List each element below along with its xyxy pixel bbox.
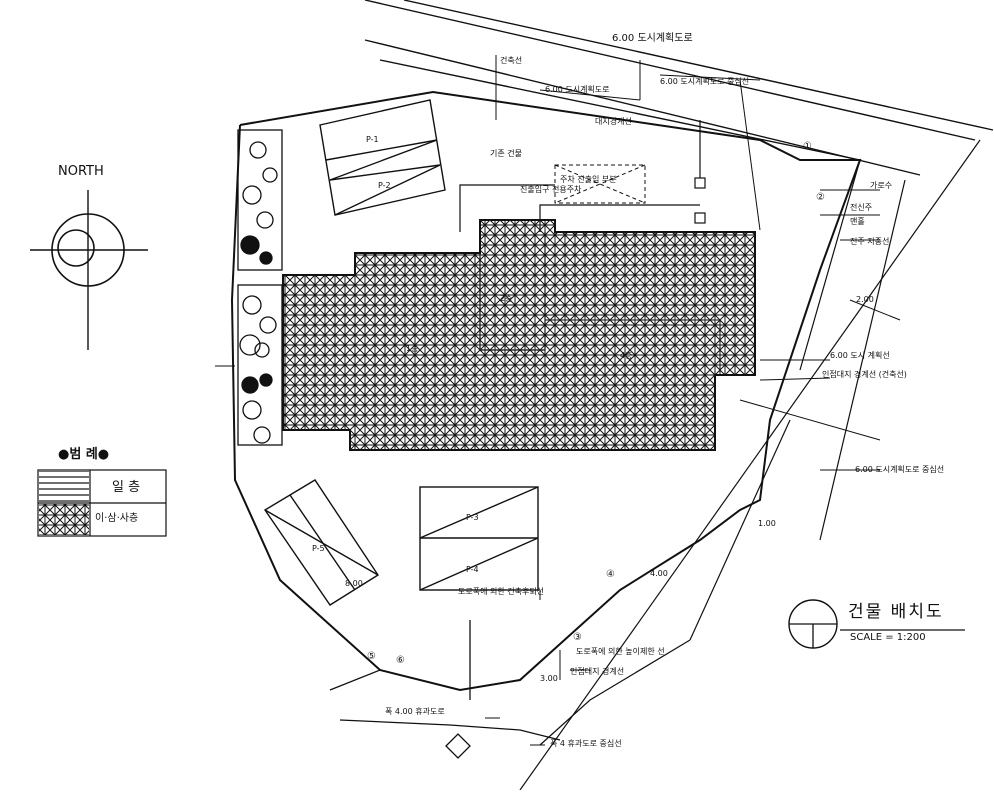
parking-label-p4: P-4 (466, 565, 479, 574)
parking-lower-left (264, 479, 379, 606)
parking-label-p1: P-1 (366, 135, 379, 144)
parking-label-p5: P-5 (312, 544, 325, 553)
building-label-2: 2층 (500, 294, 513, 303)
dimension-4: 4.00 (650, 569, 668, 578)
marker-5: ⑤ (367, 651, 376, 662)
legend-swatch-first-floor (39, 471, 89, 502)
annotation-bottom-road-center: 폭 4 휴과도로 중심선 (550, 739, 622, 748)
annotation-bottom-line-3: 인접대지 경계선 (570, 667, 625, 676)
marker-1: ① (803, 141, 812, 152)
marker-3: ③ (573, 632, 582, 643)
legend-item-first-floor: 일 층 (112, 480, 141, 495)
entry-lines (459, 120, 706, 232)
parking-label-p3: P-3 (466, 513, 479, 522)
dimension-1: 1.00 (758, 519, 776, 528)
annotation-right-boundary: 6.00 도시 계획선 (830, 351, 890, 360)
annotation-bottom-road: 폭 4.00 휴과도로 (385, 707, 445, 716)
annotation-existing-building: 기존 건물 (490, 149, 522, 158)
north-label: NORTH (58, 164, 104, 179)
annotation-label-1: 가로수 (870, 181, 893, 190)
legend-box (37, 469, 167, 537)
legend-title: ●범 례● (58, 447, 110, 462)
bottom-road-lines (329, 620, 561, 759)
annotation-right-boundary-2: 인접대지 경계선 (건축선) (822, 370, 907, 379)
annotation-road-label-2: 6.00 도시계획도로 (545, 85, 610, 94)
annotation-bottom-line-1: 도로폭에 의한 건축후퇴선 (458, 587, 545, 596)
dimension-lines (215, 55, 901, 746)
annotation-right-road-center: 6.00 도시계획도로 중심선 (855, 465, 945, 474)
drawing-title: 건물 배치도 (848, 602, 944, 622)
annotation-setback-top: 건축선 (500, 56, 523, 65)
right-side-lines (519, 139, 981, 791)
annotation-boundary-top: 대지경계선 (595, 117, 632, 126)
annotation-label-4: 전주 지중선 (850, 237, 890, 246)
dimension-8: 8.00 (345, 579, 363, 588)
parking-lower-center (419, 486, 539, 591)
marker-6: ⑥ (396, 655, 405, 666)
title-block-symbol (788, 599, 965, 649)
annotation-road-center-top: 6.00 도시계획도로 중심선 (660, 77, 750, 86)
building-label-1: 1층 (406, 344, 419, 353)
dimension-3: 3.00 (540, 674, 558, 683)
top-road-lines (364, 0, 994, 176)
main-building (282, 219, 756, 451)
annotation-road-top: 6.00 도시계획도로 (612, 33, 693, 44)
drawing-scale: SCALE = 1:200 (850, 632, 926, 643)
dimension-2: 2.00 (856, 295, 874, 304)
building-label-3: 4층 (620, 351, 633, 360)
annotation-bottom-line-2: 도로폭에 의한 높이제한 선 (576, 647, 665, 656)
marker-4: ④ (606, 569, 615, 580)
annotation-label-2: 전신주 (850, 203, 873, 212)
site-boundary (230, 90, 862, 692)
annotation-label-3: 맨홀 (850, 217, 865, 226)
parking-upper (319, 99, 446, 216)
legend-swatch-upper-floors (39, 504, 89, 535)
annotation-dotted-note: 주차 진출입 부분 (560, 175, 617, 184)
marker-2: ② (816, 192, 825, 203)
entry-zone (554, 164, 646, 204)
north-arrow (30, 190, 148, 350)
annotation-parking-note: 진출입구 전용주차 (520, 185, 582, 194)
legend-item-upper-floors: 이·삼·사층 (95, 513, 139, 524)
parking-label-p2: P-2 (378, 181, 391, 190)
